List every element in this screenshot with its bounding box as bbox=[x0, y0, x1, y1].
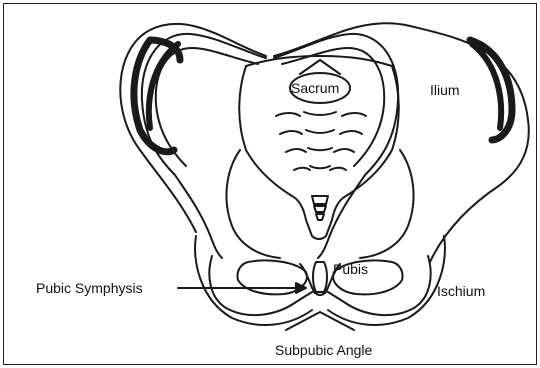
ilium-label: Ilium bbox=[430, 83, 460, 97]
right-ilium-outline bbox=[274, 34, 398, 258]
sacral-foramen bbox=[340, 131, 362, 134]
subpubic-angle-lines bbox=[286, 312, 354, 330]
sacral-foramen bbox=[276, 113, 300, 116]
ischium-label: Ischium bbox=[437, 284, 485, 298]
sacral-foramen bbox=[334, 149, 354, 152]
sacral-ridge bbox=[304, 112, 336, 115]
sacral-ridge bbox=[310, 166, 330, 168]
right-wing-rim bbox=[470, 40, 512, 140]
sacrum-label: Sacrum bbox=[291, 81, 339, 95]
pubic-symphysis-joint bbox=[313, 262, 327, 292]
pubic-symphysis-label: Pubic Symphysis bbox=[36, 281, 143, 295]
left-wing-rim bbox=[134, 40, 180, 152]
sacral-foramen bbox=[294, 168, 310, 170]
pelvic-brim-left bbox=[226, 150, 280, 258]
pubis-label: Pubis bbox=[333, 262, 368, 276]
sacral-foramen bbox=[280, 131, 302, 134]
sacral-foramen bbox=[342, 113, 366, 116]
sacral-ridge bbox=[308, 148, 332, 150]
subpubic-angle-label: Subpubic Angle bbox=[275, 343, 372, 357]
sacral-ridge bbox=[306, 130, 334, 133]
sacral-top-notch bbox=[300, 60, 340, 74]
sacral-foramen bbox=[330, 168, 346, 170]
left-iliac-crest bbox=[149, 44, 178, 128]
pelvic-brim-right bbox=[360, 150, 414, 258]
sacral-foramen bbox=[286, 149, 306, 152]
coccyx bbox=[312, 196, 328, 220]
